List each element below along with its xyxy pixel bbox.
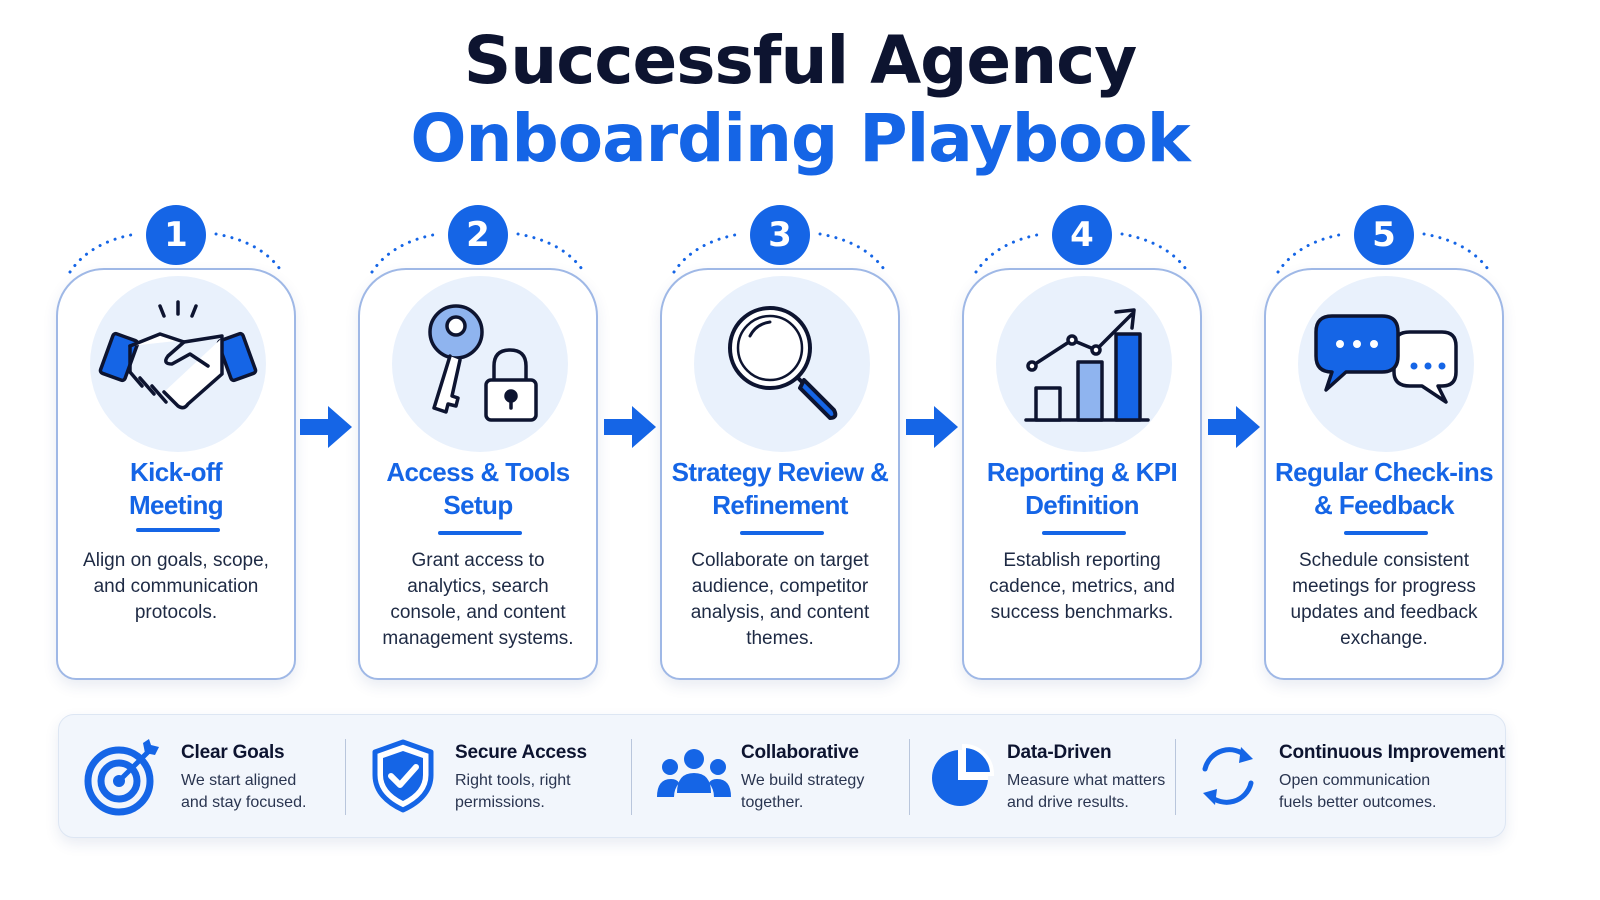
step-card-access-tools: Access & Tools Setup Grant access to ana… bbox=[358, 268, 598, 680]
handshake-icon bbox=[90, 276, 266, 452]
step-title: Reporting & KPI Definition bbox=[986, 457, 1178, 520]
title-underline bbox=[136, 528, 220, 532]
step-card-checkins: Regular Check-ins & Feedback Schedule co… bbox=[1264, 268, 1504, 680]
refresh-cycle-icon bbox=[1202, 747, 1254, 805]
arrow-right-icon bbox=[1208, 406, 1260, 448]
shield-check-icon bbox=[372, 739, 434, 813]
page-title-line1: Successful Agency bbox=[463, 22, 1138, 99]
value-props-panel: Clear Goals We start aligned and stay fo… bbox=[58, 714, 1506, 838]
title-underline bbox=[740, 531, 824, 535]
arrow-right-icon bbox=[906, 406, 958, 448]
arrow-right-icon bbox=[604, 406, 656, 448]
title-underline bbox=[1344, 531, 1428, 535]
feature-description: We build strategy together. bbox=[741, 772, 865, 811]
feature-clear-goals: Clear Goals We start aligned and stay fo… bbox=[83, 715, 343, 839]
step-card-kickoff: Kick-off Meeting Align on goals, scope, … bbox=[56, 268, 296, 680]
feature-collaborative: Collaborative We build strategy together… bbox=[657, 715, 917, 839]
title-underline bbox=[1042, 531, 1126, 535]
chat-bubbles-icon bbox=[1298, 276, 1474, 452]
step-description: Establish reporting cadence, metrics, an… bbox=[989, 550, 1175, 623]
step-title: Access & Tools Setup bbox=[386, 457, 570, 520]
feature-title: Clear Goals bbox=[181, 742, 285, 763]
step-title: Kick-off Meeting bbox=[128, 457, 224, 520]
page-title-line2: Onboarding Playbook bbox=[410, 100, 1190, 177]
feature-divider bbox=[909, 739, 910, 815]
target-icon bbox=[84, 739, 159, 816]
feature-divider bbox=[1175, 739, 1176, 815]
step-card-reporting: Reporting & KPI Definition Establish rep… bbox=[962, 268, 1202, 680]
feature-description: Right tools, right permissions. bbox=[455, 772, 571, 811]
team-icon bbox=[657, 749, 731, 797]
feature-divider bbox=[345, 739, 346, 815]
step-description: Grant access to analytics, search consol… bbox=[382, 550, 574, 649]
feature-description: Measure what matters and drive results. bbox=[1007, 772, 1166, 811]
feature-description: We start aligned and stay focused. bbox=[181, 772, 307, 811]
pie-chart-icon bbox=[932, 743, 995, 806]
step-number-badge: 4 bbox=[1052, 205, 1112, 265]
step-card-strategy: Strategy Review & Refinement Collaborate… bbox=[660, 268, 900, 680]
step-description: Align on goals, scope, and communication… bbox=[83, 550, 269, 623]
feature-divider bbox=[631, 739, 632, 815]
title-underline bbox=[438, 531, 522, 535]
feature-title: Collaborative bbox=[741, 742, 859, 763]
step-number-badge: 5 bbox=[1354, 205, 1414, 265]
magnifying-glass-icon bbox=[694, 276, 870, 452]
feature-continuous-improvement: Continuous Improvement Open communicatio… bbox=[1195, 715, 1505, 839]
step-title: Regular Check-ins & Feedback bbox=[1274, 457, 1494, 520]
feature-title: Continuous Improvement bbox=[1279, 742, 1505, 763]
feature-title: Secure Access bbox=[455, 742, 587, 763]
step-number-badge: 2 bbox=[448, 205, 508, 265]
feature-title: Data-Driven bbox=[1007, 742, 1112, 763]
key-and-lock-icon bbox=[392, 276, 568, 452]
feature-secure-access: Secure Access Right tools, right permiss… bbox=[371, 715, 641, 839]
step-description: Schedule consistent meetings for progres… bbox=[1290, 550, 1478, 649]
step-number-badge: 3 bbox=[750, 205, 810, 265]
growth-chart-icon bbox=[996, 276, 1172, 452]
dotted-arcs-decoration bbox=[68, 232, 1492, 274]
step-title: Strategy Review & Refinement bbox=[671, 457, 889, 520]
feature-data-driven: Data-Driven Measure what matters and dri… bbox=[929, 715, 1199, 839]
step-description: Collaborate on target audience, competit… bbox=[690, 550, 870, 649]
arrow-right-icon bbox=[300, 406, 352, 448]
step-number-badge: 1 bbox=[146, 205, 206, 265]
feature-description: Open communication fuels better outcomes… bbox=[1279, 772, 1437, 811]
